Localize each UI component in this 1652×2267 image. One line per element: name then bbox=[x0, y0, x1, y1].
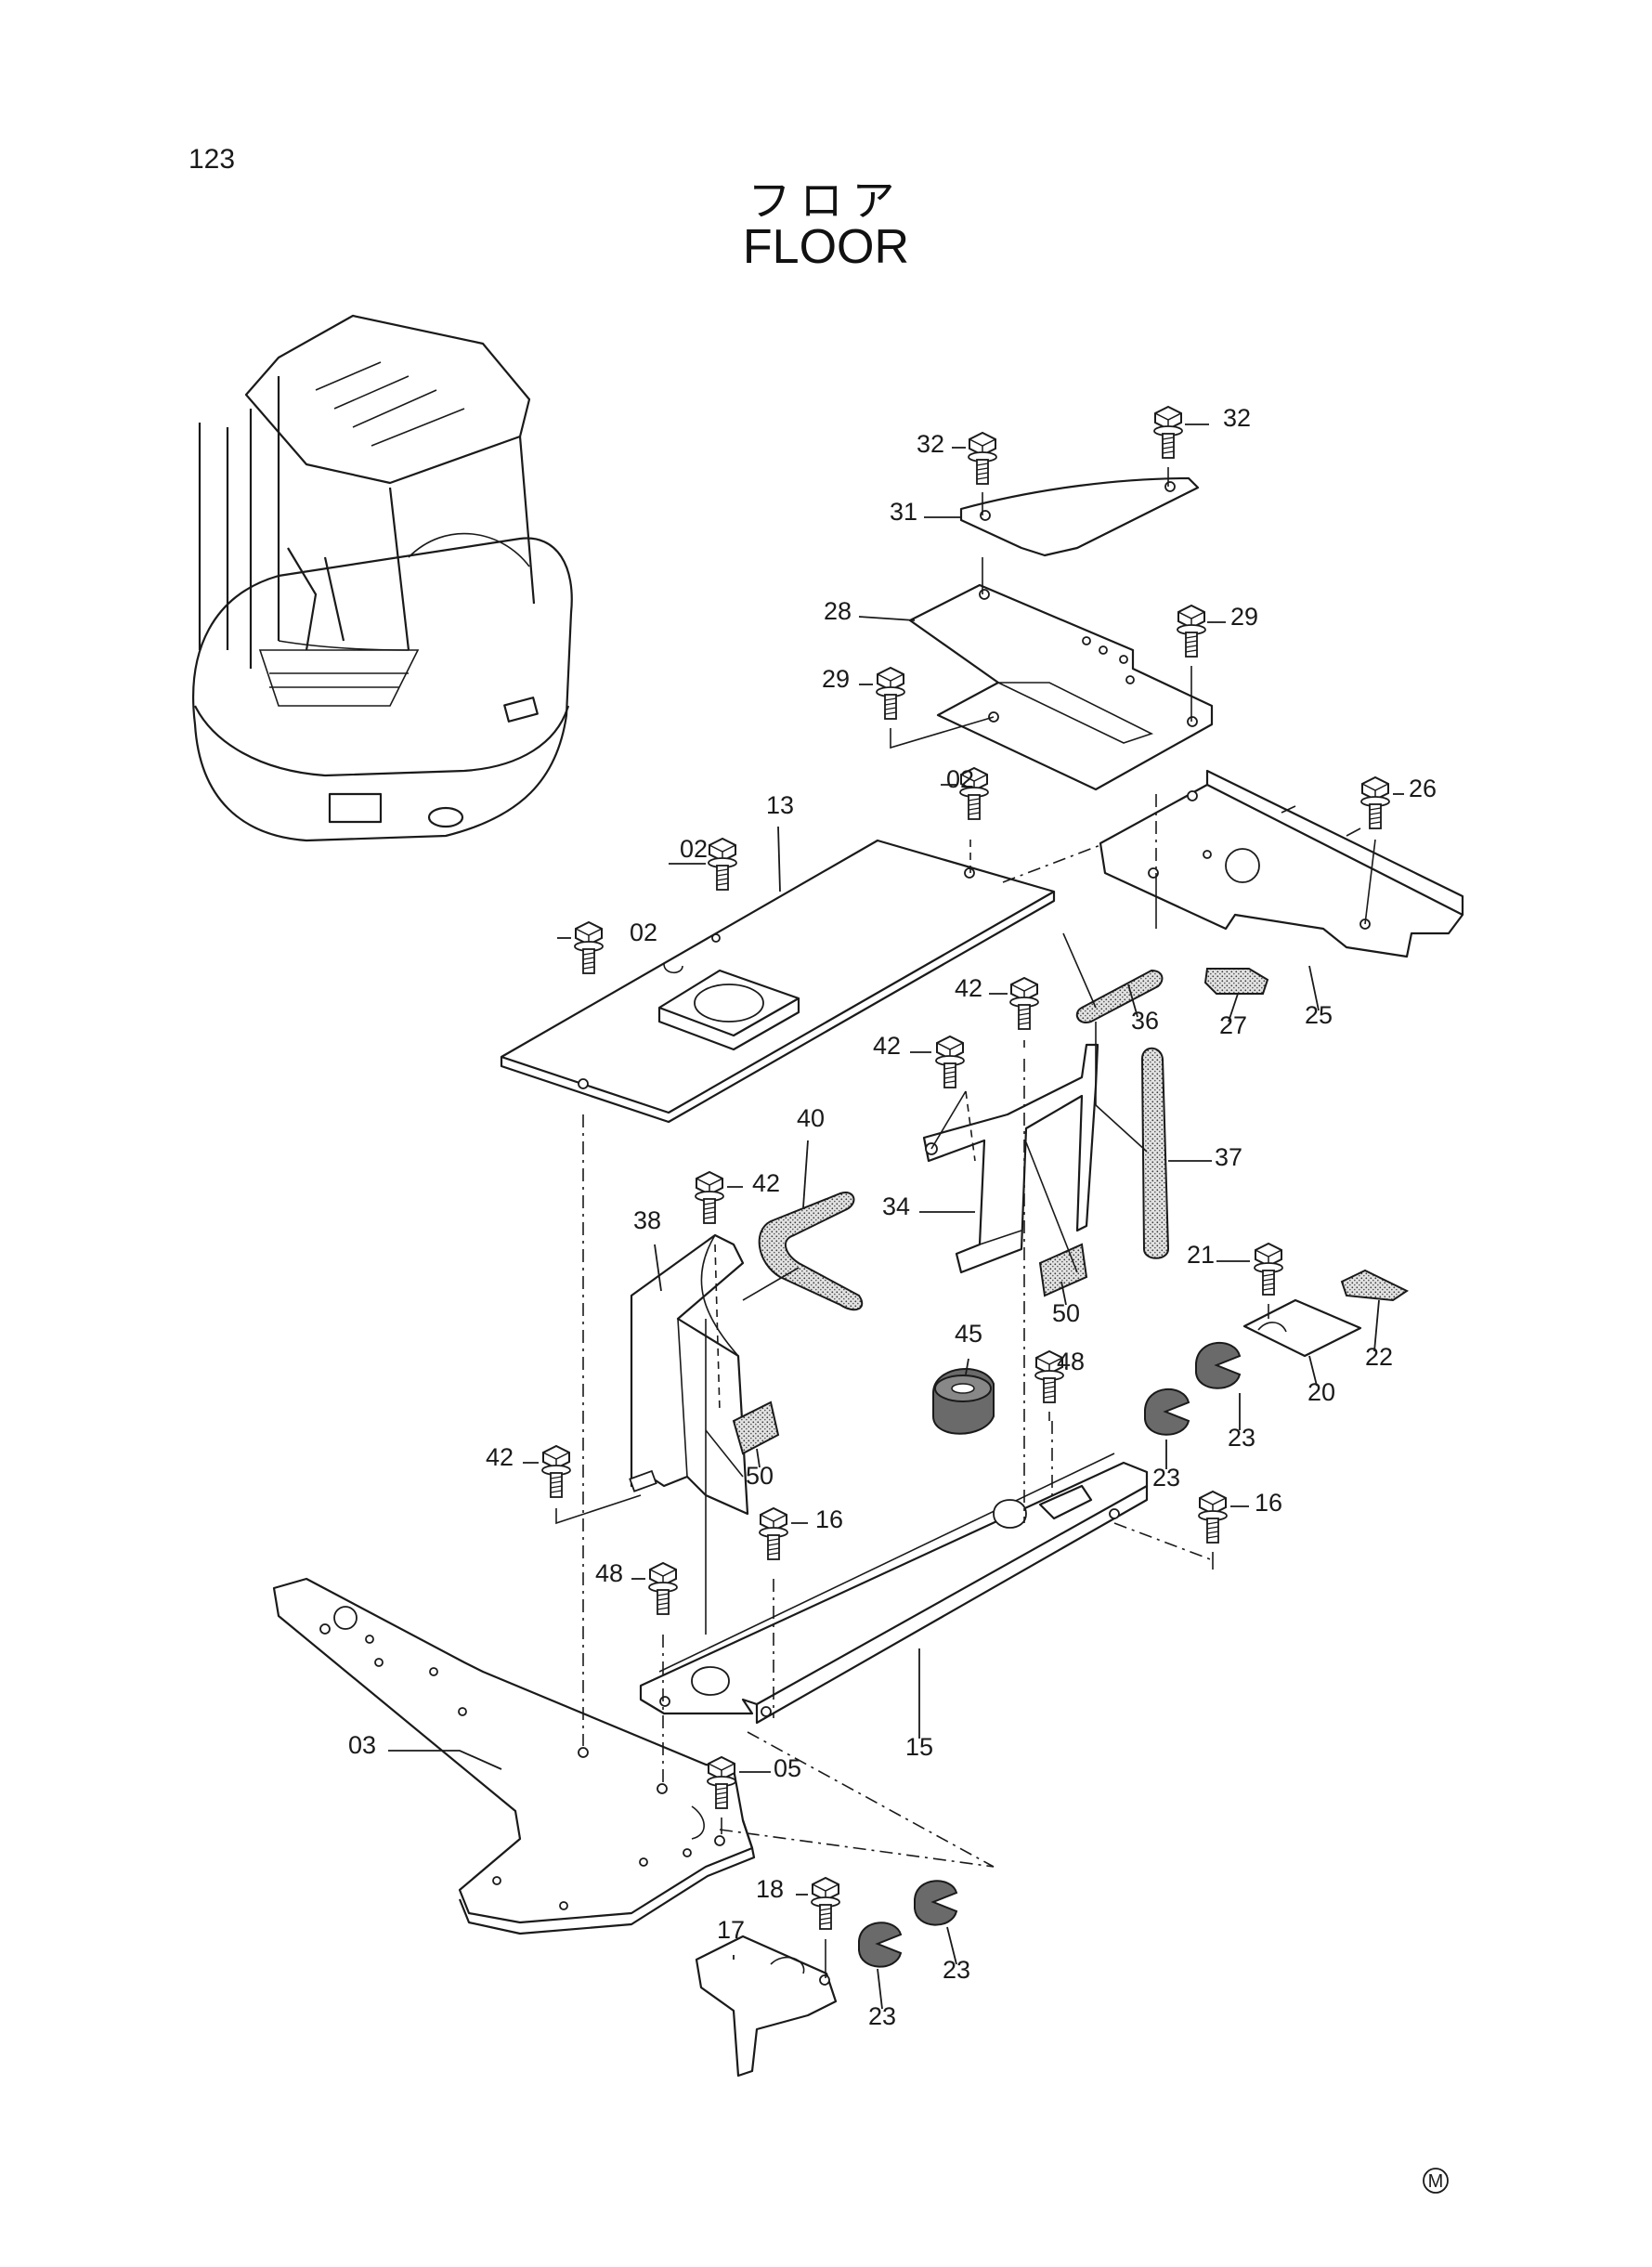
part-callout-45: 45 bbox=[955, 1320, 982, 1348]
part-callout-23: 23 bbox=[1228, 1424, 1255, 1452]
part-callout-50: 50 bbox=[1052, 1299, 1080, 1327]
part-callout-20: 20 bbox=[1307, 1378, 1335, 1406]
part-number-callouts: 02 02 02 03 05 13 15 16 16 17 18 20 21 22 23 23 23 23 25 26… bbox=[348, 404, 1437, 2030]
part-callout-48: 48 bbox=[1057, 1348, 1085, 1375]
corner-mark: M bbox=[1423, 2168, 1449, 2194]
part-callout-48: 48 bbox=[595, 1559, 623, 1587]
part-callout-02: 02 bbox=[630, 919, 657, 946]
part-callout-05: 05 bbox=[774, 1754, 801, 1782]
part-callout-34: 34 bbox=[882, 1192, 910, 1220]
part-callout-36: 36 bbox=[1131, 1007, 1159, 1035]
part-callout-22: 22 bbox=[1365, 1343, 1393, 1371]
part-callout-37: 37 bbox=[1215, 1143, 1242, 1171]
corner-mark-letter: M bbox=[1428, 2171, 1444, 2192]
part-callout-42: 42 bbox=[873, 1032, 901, 1060]
part-callout-02: 02 bbox=[680, 835, 708, 863]
part-callout-27: 27 bbox=[1219, 1011, 1247, 1039]
excavator-overview-illustration bbox=[192, 314, 573, 842]
part-callout-42: 42 bbox=[486, 1443, 514, 1471]
callout-leaders bbox=[388, 423, 1404, 2010]
part-callout-40: 40 bbox=[797, 1104, 825, 1132]
part-callout-32: 32 bbox=[917, 430, 944, 458]
title-english: FLOOR bbox=[742, 220, 910, 274]
part-callout-23: 23 bbox=[1152, 1464, 1180, 1492]
part-callout-18: 18 bbox=[756, 1875, 784, 1903]
part-callout-23: 23 bbox=[868, 2002, 896, 2030]
part-callout-21: 21 bbox=[1187, 1241, 1215, 1269]
part-callout-25: 25 bbox=[1305, 1001, 1333, 1029]
part-callout-28: 28 bbox=[824, 597, 852, 625]
page-number: 123 bbox=[189, 144, 236, 175]
part-callout-26: 26 bbox=[1409, 775, 1437, 802]
part-callout-38: 38 bbox=[633, 1206, 661, 1234]
part-callout-13: 13 bbox=[766, 791, 794, 819]
part-callout-17: 17 bbox=[717, 1916, 745, 1944]
part-callout-29: 29 bbox=[1230, 603, 1258, 631]
part-callout-42: 42 bbox=[752, 1169, 780, 1197]
part-callout-03: 03 bbox=[348, 1731, 376, 1759]
part-callout-23: 23 bbox=[943, 1956, 970, 1984]
part-callout-16: 16 bbox=[1255, 1489, 1282, 1517]
part-callout-15: 15 bbox=[905, 1733, 933, 1761]
part-callout-02: 02 bbox=[946, 765, 974, 793]
title-japanese: フロア bbox=[748, 176, 904, 226]
part-callout-50: 50 bbox=[746, 1462, 774, 1490]
part-callout-16: 16 bbox=[815, 1505, 843, 1533]
part-callout-32: 32 bbox=[1223, 404, 1251, 432]
part-callout-29: 29 bbox=[822, 665, 850, 693]
part-callout-31: 31 bbox=[890, 498, 917, 526]
part-callout-42: 42 bbox=[955, 974, 982, 1002]
